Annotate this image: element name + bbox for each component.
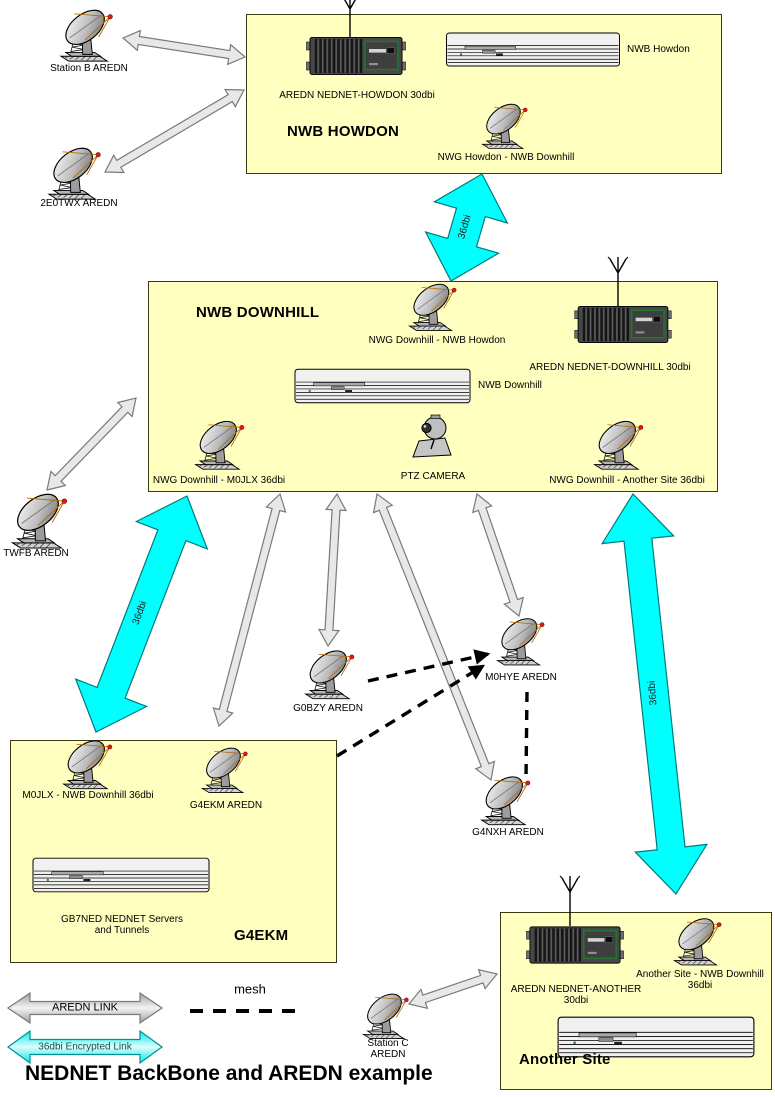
- radio-device-icon: [573, 305, 673, 344]
- mesh-link-g4ekm-m0hye: [336, 664, 485, 758]
- aredn-link-downhill-m0hye: [471, 492, 525, 618]
- downhill-dish-another-label: NWG Downhill - Another Site 36dbi: [549, 475, 705, 486]
- satellite-dish-icon: [495, 612, 545, 666]
- aredn-link-twfb-downhill: [46, 397, 137, 491]
- legend-encrypted-link-arrow: [6, 1029, 164, 1065]
- downhill-server-label: NWB Downhill: [478, 380, 542, 391]
- ptz-camera-label: PTZ CAMERA: [400, 471, 466, 482]
- g4ekm-server-label: GB7NED NEDNET Servers and Tunnels: [61, 914, 183, 936]
- satellite-dish-icon: [480, 97, 528, 149]
- link-label-downhill-another: 36dbi: [646, 680, 660, 706]
- g4ekm-server-line2: and Tunnels: [94, 925, 150, 936]
- howdon-radio-label: AREDN NEDNET-HOWDON 30dbi: [279, 90, 435, 101]
- satellite-dish-icon: [672, 912, 722, 966]
- satellite-dish-icon: [361, 987, 409, 1040]
- encrypted-link-downhill-g4ekm: [74, 495, 209, 733]
- downhill-dish-howdon-label: NWG Downhill - NWB Howdon: [368, 335, 506, 346]
- radio-device-icon: [305, 36, 407, 76]
- station-c-line1: Station C: [367, 1038, 409, 1049]
- satellite-dish-icon: [479, 769, 531, 826]
- another-dish-line1: Another Site - NWB Downhill: [636, 969, 764, 980]
- encrypted-link-downhill-another: [600, 493, 709, 895]
- aredn-link-stationb-howdon: [121, 29, 247, 66]
- site-box-g4ekm: [10, 740, 337, 963]
- howdon-title: NWB HOWDON: [287, 123, 399, 140]
- station-c-label: Station C AREDN: [367, 1038, 408, 1060]
- aredn-link-downhill-g4nxh: [372, 492, 496, 782]
- aredn-link-stationc-another: [407, 968, 499, 1010]
- legend-aredn-link-label: AREDN LINK: [51, 1001, 119, 1014]
- aredn-link-2e0twx-howdon: [104, 88, 245, 174]
- legend-mesh-label: mesh: [234, 981, 266, 997]
- g4ekm-dish-aredn-label: G4EKM AREDN: [189, 800, 263, 811]
- another-dish-line2: 36dbi: [687, 980, 713, 991]
- g4ekm-server-line1: GB7NED NEDNET Servers: [60, 914, 184, 925]
- legend-encrypted-link-label: 36dbi Encrypted Link: [38, 1041, 132, 1053]
- g4ekm-title: G4EKM: [234, 927, 289, 944]
- satellite-dish-icon: [303, 643, 355, 700]
- g4ekm-dish-m0jlx-label: M0JLX - NWB Downhill 36dbi: [22, 790, 154, 801]
- downhill-dish-m0jlx-label: NWG Downhill - M0JLX 36dbi: [152, 475, 286, 486]
- satellite-dish-icon: [10, 486, 68, 549]
- another-radio-line2: 30dbi: [563, 995, 589, 1006]
- aredn-link-downhill-g4ekm: [212, 492, 287, 728]
- station-2e0twx-label: 2E0TWX AREDN: [40, 198, 118, 209]
- legend-aredn-link-arrow: [6, 991, 164, 1025]
- antenna-icon: [559, 875, 581, 927]
- satellite-dish-icon: [47, 140, 101, 200]
- diagram-title: NEDNET BackBone and AREDN example: [25, 1062, 433, 1085]
- server-icon: [294, 368, 471, 404]
- radio-device-icon: [525, 925, 625, 965]
- station-g4nxh-label: G4NXH AREDN: [472, 827, 544, 838]
- aredn-link-downhill-g0bzy: [317, 492, 348, 648]
- another-radio-line1: AREDN NEDNET-ANOTHER: [510, 984, 642, 995]
- howdon-dish-label: NWG Howdon - NWB Downhill: [437, 152, 575, 163]
- another-site-title: Another Site: [519, 1051, 611, 1068]
- another-radio-label: AREDN NEDNET-ANOTHER 30dbi: [511, 984, 642, 1006]
- satellite-dish-icon: [193, 414, 245, 470]
- station-twfb-label: TWFB AREDN: [3, 548, 69, 559]
- satellite-dish-icon: [592, 414, 644, 470]
- station-m0hye-label: M0HYE AREDN: [485, 672, 557, 683]
- mesh-link-g0bzy-m0hye: [367, 649, 491, 683]
- downhill-title: NWB DOWNHILL: [196, 304, 320, 321]
- howdon-server-label: NWB Howdon: [627, 44, 690, 55]
- satellite-dish-icon: [200, 741, 248, 794]
- station-b-label: Station B AREDN: [50, 63, 128, 74]
- satellite-dish-icon: [407, 277, 457, 331]
- station-c-line2: AREDN: [370, 1049, 406, 1060]
- station-g0bzy-label: G0BZY AREDN: [293, 703, 363, 714]
- antenna-icon: [607, 256, 629, 308]
- another-dish-label: Another Site - NWB Downhill 36dbi: [636, 969, 764, 991]
- server-icon: [445, 32, 621, 67]
- mesh-link-m0hye-g4nxh: [524, 691, 529, 780]
- downhill-radio-label: AREDN NEDNET-DOWNHILL 30dbi: [529, 362, 691, 373]
- satellite-dish-icon: [61, 733, 113, 790]
- satellite-dish-icon: [59, 2, 113, 62]
- encrypted-link-howdon-downhill: [424, 173, 509, 282]
- server-icon: [32, 857, 210, 893]
- ptz-camera-icon: [412, 414, 452, 458]
